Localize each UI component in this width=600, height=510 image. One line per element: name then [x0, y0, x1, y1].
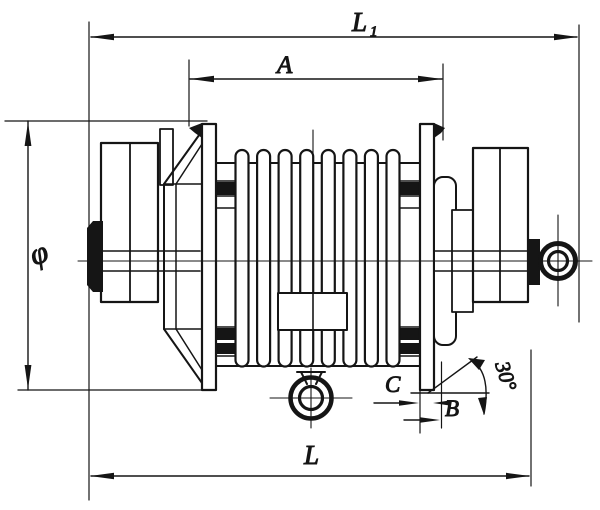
machine-drawing	[77, 122, 593, 429]
centerline	[77, 129, 593, 262]
arrowhead-left-icon	[90, 33, 114, 41]
dimension-a: A	[188, 52, 444, 141]
arrowhead-right-icon	[418, 75, 442, 83]
arrowhead-right-icon	[399, 400, 419, 406]
b-label: B	[445, 396, 459, 421]
c-label: C	[385, 372, 401, 397]
arrowhead-left-icon	[433, 400, 451, 406]
arc-arrowhead-upper-icon	[468, 358, 485, 370]
lifting-eye-bottom	[269, 367, 353, 429]
arrowhead-right-icon	[554, 33, 578, 41]
dimension-l1: L 1	[90, 7, 578, 41]
a-label: A	[275, 52, 293, 79]
dimension-b: B	[403, 396, 460, 423]
arrowhead-right-icon	[420, 417, 440, 423]
shaft-lines	[102, 250, 529, 272]
arc-arrowhead-lower-icon	[478, 397, 487, 415]
arrowhead-right-icon	[506, 472, 530, 480]
arrowhead-left-icon	[190, 75, 214, 83]
left-flange	[189, 122, 218, 392]
l1-subscript-label: 1	[370, 24, 378, 40]
l1-label: L	[351, 7, 367, 37]
dimension-l: L	[90, 349, 532, 487]
nameplate	[277, 292, 348, 331]
arrowhead-down-icon	[24, 365, 32, 389]
l-label: L	[303, 440, 319, 470]
dimension-c: C	[373, 372, 451, 406]
left-cone	[163, 130, 203, 384]
right-end-block	[471, 146, 530, 304]
shaft-hub-left	[87, 221, 103, 292]
arrowhead-up-icon	[24, 122, 32, 146]
left-clamp-ring	[159, 128, 174, 186]
arrowhead-left-icon	[90, 472, 114, 480]
